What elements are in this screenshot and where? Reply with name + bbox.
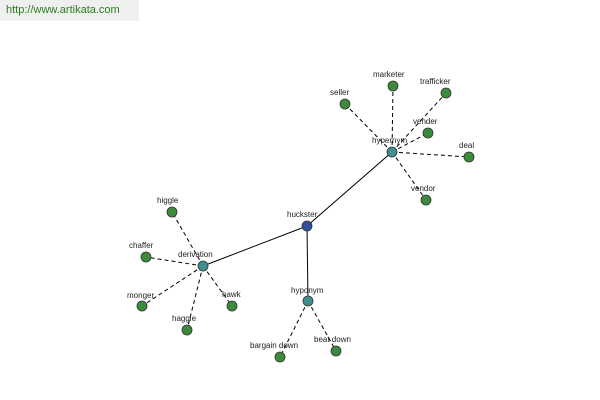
node-marker-bargain-down[interactable] (274, 351, 286, 363)
source-url-link[interactable]: http://www.artikata.com (0, 0, 139, 21)
node-derivation[interactable]: derivation (178, 250, 213, 272)
node-marker-higgle[interactable] (166, 206, 178, 218)
node-label-higgle[interactable]: higgle (157, 196, 179, 205)
node-seller[interactable]: seller (330, 88, 351, 110)
node-marker-chaffer[interactable] (140, 251, 152, 263)
node-label-deal[interactable]: deal (459, 141, 474, 150)
node-label-derivation[interactable]: derivation (178, 250, 213, 259)
edge-hypernym-vendor (391, 151, 427, 201)
node-higgle[interactable]: higgle (157, 196, 179, 218)
node-label-trafficker[interactable]: trafficker (420, 77, 451, 86)
node-marker-trafficker[interactable] (440, 87, 452, 99)
node-hypernym[interactable]: hypernym (372, 136, 407, 158)
node-label-bargain-down[interactable]: bargain down (250, 341, 298, 350)
node-marker-deal[interactable] (463, 151, 475, 163)
node-trafficker[interactable]: trafficker (420, 77, 452, 99)
edge-derivation-haggle (186, 265, 204, 331)
node-marker-hawk[interactable] (226, 300, 238, 312)
node-bargain-down[interactable]: bargain down (250, 341, 298, 363)
node-marker-hypernym[interactable] (386, 146, 398, 158)
node-marker-haggle[interactable] (181, 324, 193, 336)
node-marker-derivation[interactable] (197, 260, 209, 272)
node-label-hypernym[interactable]: hypernym (372, 136, 407, 145)
node-label-vendor[interactable]: vendor (411, 184, 436, 193)
node-hyponym[interactable]: hyponym (291, 286, 324, 307)
edge-derivation-higgle (171, 211, 204, 267)
node-label-hyponym[interactable]: hyponym (291, 286, 324, 295)
node-marker-vendor[interactable] (420, 194, 432, 206)
node-label-haggle[interactable]: haggle (172, 314, 197, 323)
node-marketer[interactable]: marketer (373, 70, 405, 92)
edge-derivation-chaffer (145, 256, 204, 267)
edge-derivation-monger (141, 265, 204, 307)
node-vendor[interactable]: vendor (411, 184, 436, 206)
edge-huckster-hypernym (306, 151, 393, 227)
node-label-monger[interactable]: monger (127, 291, 154, 300)
node-marker-beat-down[interactable] (330, 345, 342, 357)
node-hawk[interactable]: hawk (222, 290, 242, 312)
node-marker-monger[interactable] (136, 300, 148, 312)
node-haggle[interactable]: haggle (172, 314, 197, 336)
node-chaffer[interactable]: chaffer (129, 241, 154, 263)
edge-hyponym-bargain-down (279, 300, 309, 358)
nodes-layer: huckster seller marketer trafficker vender de… (127, 70, 475, 363)
edge-hypernym-trafficker (391, 92, 447, 153)
node-marker-seller[interactable] (339, 98, 351, 110)
edge-huckster-hyponym (306, 225, 309, 302)
node-label-vender[interactable]: vender (413, 117, 438, 126)
node-label-beat-down[interactable]: beat down (314, 335, 351, 344)
node-label-marketer[interactable]: marketer (373, 70, 405, 79)
node-label-chaffer[interactable]: chaffer (129, 241, 154, 250)
node-label-huckster[interactable]: huckster (287, 210, 318, 219)
node-marker-marketer[interactable] (387, 80, 399, 92)
node-monger[interactable]: monger (127, 291, 154, 312)
node-label-seller[interactable]: seller (330, 88, 349, 97)
node-label-hawk[interactable]: hawk (222, 290, 242, 299)
node-vender[interactable]: vender (413, 117, 438, 139)
node-marker-hyponym[interactable] (302, 295, 314, 307)
node-huckster[interactable]: huckster (287, 210, 318, 232)
edges-layer (141, 85, 470, 358)
edge-hypernym-deal (391, 151, 470, 158)
edge-hyponym-beat-down (307, 300, 337, 352)
edge-derivation-hawk (202, 265, 233, 307)
node-deal[interactable]: deal (459, 141, 475, 163)
node-marker-vender[interactable] (422, 127, 434, 139)
edge-huckster-derivation (202, 225, 308, 267)
node-beat-down[interactable]: beat down (314, 335, 351, 357)
node-marker-huckster[interactable] (301, 220, 313, 232)
